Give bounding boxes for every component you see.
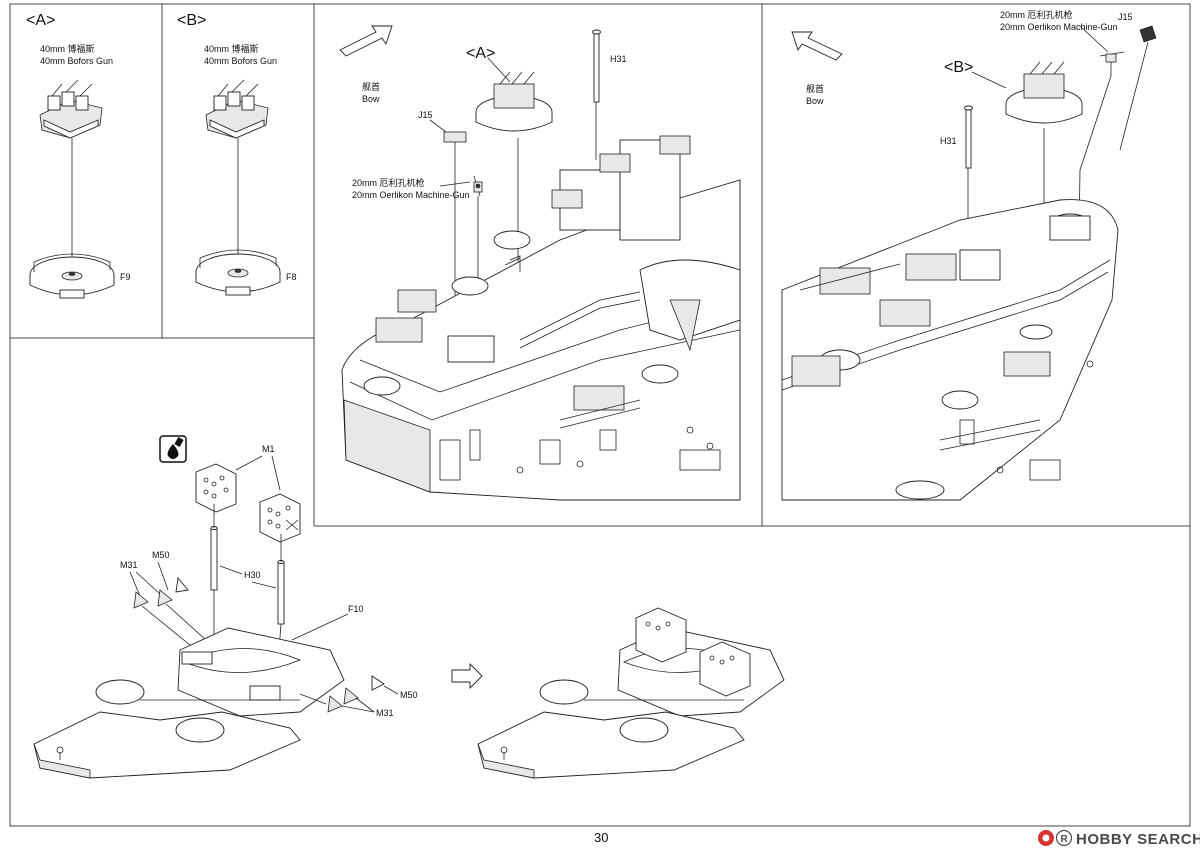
- bow-direction-arrow-left: [339, 25, 393, 57]
- panel-b: <B> 40mm 博福斯 40mm Bofors Gun F8: [177, 12, 297, 296]
- panel-a: <A> 40mm 博福斯 40mm Bofors Gun F9: [26, 12, 131, 299]
- step-arrow: [451, 662, 483, 690]
- pe-m31-top-a: [133, 591, 149, 609]
- panel-b-tag: <B>: [177, 12, 206, 29]
- rod-h30-a: [210, 526, 218, 591]
- panel-frames: [9, 3, 1191, 827]
- bofors-gun-b: [205, 79, 269, 139]
- tag-a-left: <A>: [466, 45, 495, 62]
- gun-tub-a-mounted: [475, 71, 553, 132]
- panel-a-label-en: 40mm Bofors Gun: [40, 56, 113, 66]
- oerlikon-label-cn-left: 20mm 厄利孔机枪: [352, 177, 425, 188]
- gun-tub-b: [195, 249, 281, 296]
- deck-part-f10: [33, 627, 345, 779]
- part-label-j15-right: J15: [1118, 12, 1133, 22]
- rod-h31-right: [964, 105, 973, 169]
- part-label-h30: H30: [244, 570, 261, 580]
- tag-b-right: <B>: [944, 59, 973, 76]
- panel-a-label-cn: 40mm 博福斯: [40, 43, 95, 54]
- rod-h30-b: [277, 560, 285, 625]
- part-label-h31-right: H31: [940, 136, 957, 146]
- photo-etch-m1-b: [259, 493, 301, 543]
- part-label-m31-top: M31: [120, 560, 138, 570]
- page-number: 30: [594, 830, 608, 845]
- pe-m31-top-b: [157, 589, 173, 607]
- pe-m31-bottom-b: [343, 687, 359, 705]
- watermark-text: HOBBY SEARCH: [1076, 831, 1200, 848]
- bow-label-en-right: Bow: [806, 96, 824, 106]
- ship-bow-hull-right: [781, 199, 1119, 501]
- glue-drop-icon: [159, 435, 187, 463]
- panel-a-tag: <A>: [26, 12, 55, 29]
- bow-label-cn-left: 舰首: [362, 81, 380, 92]
- gun-tub-a: [29, 253, 115, 299]
- ship-bow-hull-left: [341, 135, 741, 501]
- gun-tub-b-mounted: [1005, 61, 1083, 124]
- panel-bow-right: 20mm 厄利孔机枪 20mm Oerlikon Machine-Gun J15…: [781, 9, 1157, 501]
- bow-label-en-left: Bow: [362, 94, 380, 104]
- oerlikon-label-en-right: 20mm Oerlikon Machine-Gun: [1000, 22, 1118, 32]
- part-label-f10: F10: [348, 604, 364, 614]
- pe-m31-bottom-a: [327, 695, 343, 713]
- bow-label-cn-right: 舰首: [806, 83, 824, 94]
- oerlikon-gun-right: [1099, 51, 1125, 76]
- assembly-step: M1 H30 M50 M: [33, 435, 785, 779]
- oerlikon-label-en-left: 20mm Oerlikon Machine-Gun: [352, 190, 470, 200]
- rod-h31-left: [592, 29, 601, 103]
- part-label-f9: F9: [120, 272, 131, 282]
- bofors-gun-a: [39, 79, 103, 139]
- photo-etch-m1-a: [195, 463, 237, 513]
- oerlikon-label-cn-right: 20mm 厄利孔机枪: [1000, 9, 1073, 20]
- clip-j15-right: [1139, 25, 1157, 43]
- part-label-m31-bottom: M31: [376, 708, 394, 718]
- hobby-search-logo-icon: R: [1038, 829, 1073, 847]
- clip-j15-left: [443, 131, 467, 143]
- deck-assembled: [477, 607, 785, 779]
- pe-m50-top: [175, 576, 189, 593]
- part-label-f8: F8: [286, 272, 297, 282]
- panel-b-label-cn: 40mm 博福斯: [204, 43, 259, 54]
- part-label-m50-bottom: M50: [400, 690, 418, 700]
- bow-direction-arrow-right: [791, 31, 843, 61]
- panel-b-label-en: 40mm Bofors Gun: [204, 56, 277, 66]
- part-label-j15-left: J15: [418, 110, 433, 120]
- pe-m50-bottom: [371, 675, 385, 691]
- part-label-h31-left: H31: [610, 54, 627, 64]
- panel-bow-left: 舰首 Bow <A> H31 J15 20mm 厄利孔机枪 20mm Oerli…: [339, 25, 741, 501]
- oerlikon-gun-left: [473, 175, 483, 197]
- hobby-search-watermark: R HOBBY SEARCH: [1038, 829, 1200, 848]
- part-label-m50-top: M50: [152, 550, 170, 560]
- svg-text:R: R: [1061, 834, 1069, 845]
- part-label-m1: M1: [262, 444, 275, 454]
